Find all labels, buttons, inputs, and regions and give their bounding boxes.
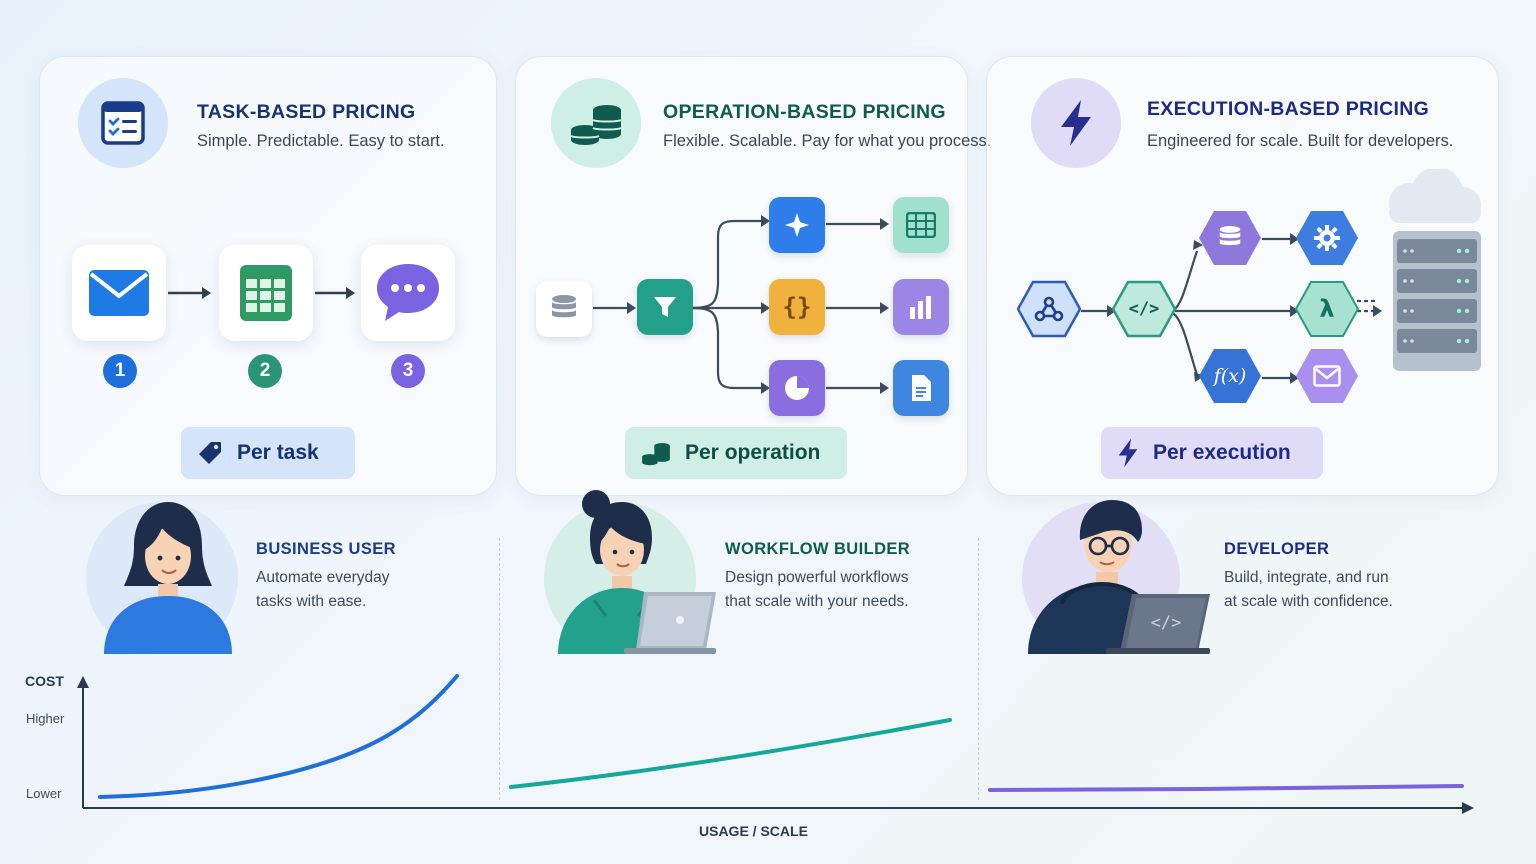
mail-icon [1295,347,1359,405]
business-user-avatar [104,502,232,654]
section-divider [499,538,500,800]
card-subtitle: Flexible. Scalable. Pay for what you pro… [663,132,992,150]
task-cost-curve [98,674,459,799]
execution-flow-connectors [1081,233,1382,384]
chart-axes [77,676,1474,814]
bar-chart-icon [893,279,949,335]
execution-pricing-card: EXECUTION-BASED PRICING Engineered for s… [986,56,1499,496]
svg-text:</>: </> [1151,613,1182,633]
server-rack-icon [1389,169,1481,371]
sparkle-icon [769,197,825,253]
chat-bubble-icon [361,245,455,341]
coin-stack-icon [642,443,670,466]
email-icon [72,245,166,341]
per-task-badge: Per task [181,427,355,479]
arrow-right-icon [315,287,355,299]
pill-label: Per execution [1153,441,1291,464]
step-number: 2 [248,354,282,388]
card-title: EXECUTION-BASED PRICING [1147,98,1430,120]
execution-cost-curve [988,784,1464,792]
gear-icon [1295,209,1359,267]
workflow-builder-avatar [558,490,716,654]
database-icon [1198,209,1262,267]
pill-label: Per operation [685,441,821,464]
y-axis-title: COST [25,673,64,689]
operation-pricing-card: OPERATION-BASED PRICING Flexible. Scalab… [515,56,991,496]
code-braces-icon: {} [769,279,825,335]
filter-icon [637,279,693,335]
task-pricing-card: TASK-BASED PRICING Simple. Predictable. … [39,56,497,496]
persona-description: Design powerful workflows that scale wit… [725,569,909,610]
y-axis-low-label: Lower [26,786,62,801]
card-subtitle: Engineered for scale. Built for develope… [1147,132,1454,150]
x-axis-title: USAGE / SCALE [699,823,808,839]
lambda-icon: λ [1295,280,1359,338]
card-subtitle: Simple. Predictable. Easy to start. [197,132,445,150]
table-icon [893,197,949,253]
coin-stack-icon [551,78,641,168]
operation-cost-curve [509,718,952,789]
card-title: OPERATION-BASED PRICING [663,101,946,123]
operation-flow-connectors [593,215,889,394]
y-axis-high-label: Higher [26,711,65,726]
persona-description: Automate everyday tasks with ease. [256,569,390,610]
lightning-bolt-icon [1118,438,1138,468]
persona-title: BUSINESS USER [256,540,396,558]
persona-title: DEVELOPER [1224,540,1330,558]
pie-chart-icon [769,360,825,416]
developer-avatar: </> [1028,500,1210,654]
persona-description: Build, integrate, and run at scale with … [1224,569,1393,610]
per-operation-badge: Per operation [625,427,847,479]
checklist-calendar-icon [78,78,168,168]
section-divider [978,538,979,800]
persona-title: WORKFLOW BUILDER [725,540,911,558]
function-icon: f(x) [1198,347,1262,405]
document-icon [893,360,949,416]
pill-label: Per task [237,441,319,464]
database-icon [536,281,592,337]
per-execution-badge: Per execution [1101,427,1323,479]
card-title: TASK-BASED PRICING [197,101,416,123]
step-number: 1 [103,354,137,388]
price-tag-icon [199,442,221,464]
arrow-right-icon [168,287,211,299]
spreadsheet-icon [219,245,313,341]
lightning-bolt-icon [1031,78,1121,168]
webhook-icon [1017,280,1081,338]
code-tag-icon: </> [1112,280,1176,338]
step-number: 3 [391,354,425,388]
